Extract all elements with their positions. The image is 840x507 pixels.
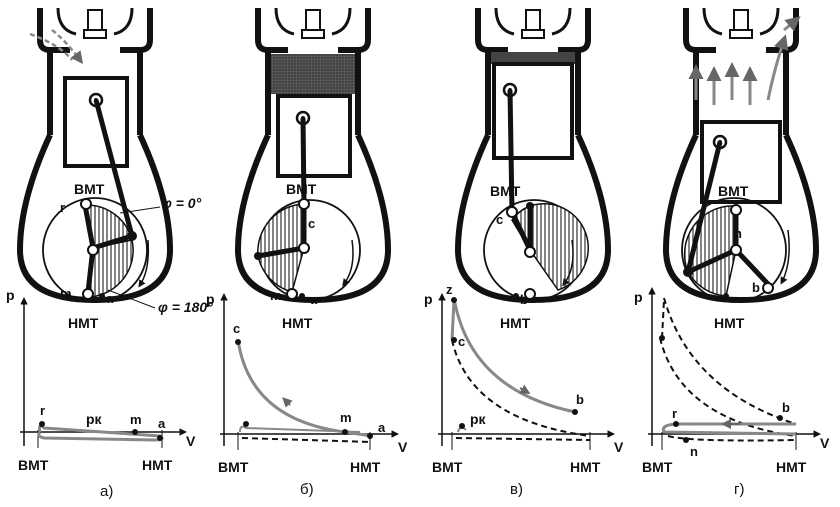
c-point-c: c xyxy=(496,212,503,227)
panel-b-compression: ВМТ c m a НМТ p V c m a ВМТ НМТ б) xyxy=(206,8,408,498)
c-axis-v: V xyxy=(614,439,624,455)
c-graph-c: c xyxy=(458,334,465,349)
b-x-left: ВМТ xyxy=(218,459,249,475)
a-x-left: ВМТ xyxy=(18,457,49,473)
d-point-n: n xyxy=(734,226,742,241)
d-graph-b: b xyxy=(782,400,790,415)
c-graph-b: b xyxy=(576,392,584,407)
c-graph-pk: pк xyxy=(470,411,487,427)
b-pv-graph: p V c m a ВМТ НМТ xyxy=(206,291,408,475)
a-graph-r: r xyxy=(40,403,45,418)
a-nmt-label: НМТ xyxy=(68,315,99,331)
a-angle-zero: φ = 0° xyxy=(162,195,202,211)
c-graph-z: z xyxy=(446,282,453,297)
a-point-a: a xyxy=(106,291,114,306)
b-nmt-label: НМТ xyxy=(282,315,313,331)
c-x-left: ВМТ xyxy=(432,459,463,475)
a-x-right: НМТ xyxy=(142,457,173,473)
d-axis-p: p xyxy=(634,289,643,305)
b-caption: б) xyxy=(300,481,314,498)
a-axis-v: V xyxy=(186,433,196,449)
panel-c-expansion: ВМТ c b НМТ p V z c b pк ВМТ НМТ xyxy=(424,8,624,498)
d-axis-v: V xyxy=(820,435,830,451)
a-graph-m: m xyxy=(130,412,142,427)
b-x-right: НМТ xyxy=(350,459,381,475)
d-graph-r: r xyxy=(672,406,677,421)
c-pv-graph: p V z c b pк ВМТ НМТ xyxy=(424,282,624,475)
b-point-m: m xyxy=(270,288,282,303)
d-caption: г) xyxy=(734,481,744,498)
b-bmt-label: ВМТ xyxy=(286,181,317,197)
a-graph-a: a xyxy=(158,416,166,431)
d-point-b: b xyxy=(752,280,760,295)
d-pv-graph: p V r n b ВМТ НМТ xyxy=(634,287,830,475)
b-graph-m: m xyxy=(340,410,352,425)
a-caption: а) xyxy=(100,483,113,500)
d-x-left: ВМТ xyxy=(642,459,673,475)
a-angle-180: φ = 180° xyxy=(158,299,213,315)
c-axis-p: p xyxy=(424,291,433,307)
a-pv-graph: p V r pк m a ВМТ НМТ xyxy=(6,287,196,473)
d-bmt-label: ВМТ xyxy=(718,183,749,199)
b-point-c: c xyxy=(308,216,315,231)
c-point-b: b xyxy=(520,292,528,307)
a-bmt-label: ВМТ xyxy=(74,181,105,197)
d-graph-n: n xyxy=(690,444,698,459)
panel-d-exhaust: ВМТ n b НМТ p V r n b ВМТ НМТ г) xyxy=(634,8,830,498)
a-point-r: r xyxy=(60,200,65,215)
b-axis-p: p xyxy=(206,291,215,307)
a-axis-p: p xyxy=(6,287,15,303)
b-graph-a: a xyxy=(378,420,386,435)
a-graph-pk: pк xyxy=(86,411,103,427)
c-x-right: НМТ xyxy=(570,459,601,475)
b-graph-c: c xyxy=(233,321,240,336)
d-nmt-label: НМТ xyxy=(714,315,745,331)
c-caption: в) xyxy=(510,481,523,498)
d-x-right: НМТ xyxy=(776,459,807,475)
a-point-m: m xyxy=(60,286,72,301)
panel-a-intake: ВМТ φ = 0° φ = 180° r m a НМТ p V r pк m… xyxy=(6,8,213,500)
b-point-a: a xyxy=(310,292,318,307)
c-nmt-label: НМТ xyxy=(500,315,531,331)
b-axis-v: V xyxy=(398,439,408,455)
c-bmt-label: ВМТ xyxy=(490,183,521,199)
